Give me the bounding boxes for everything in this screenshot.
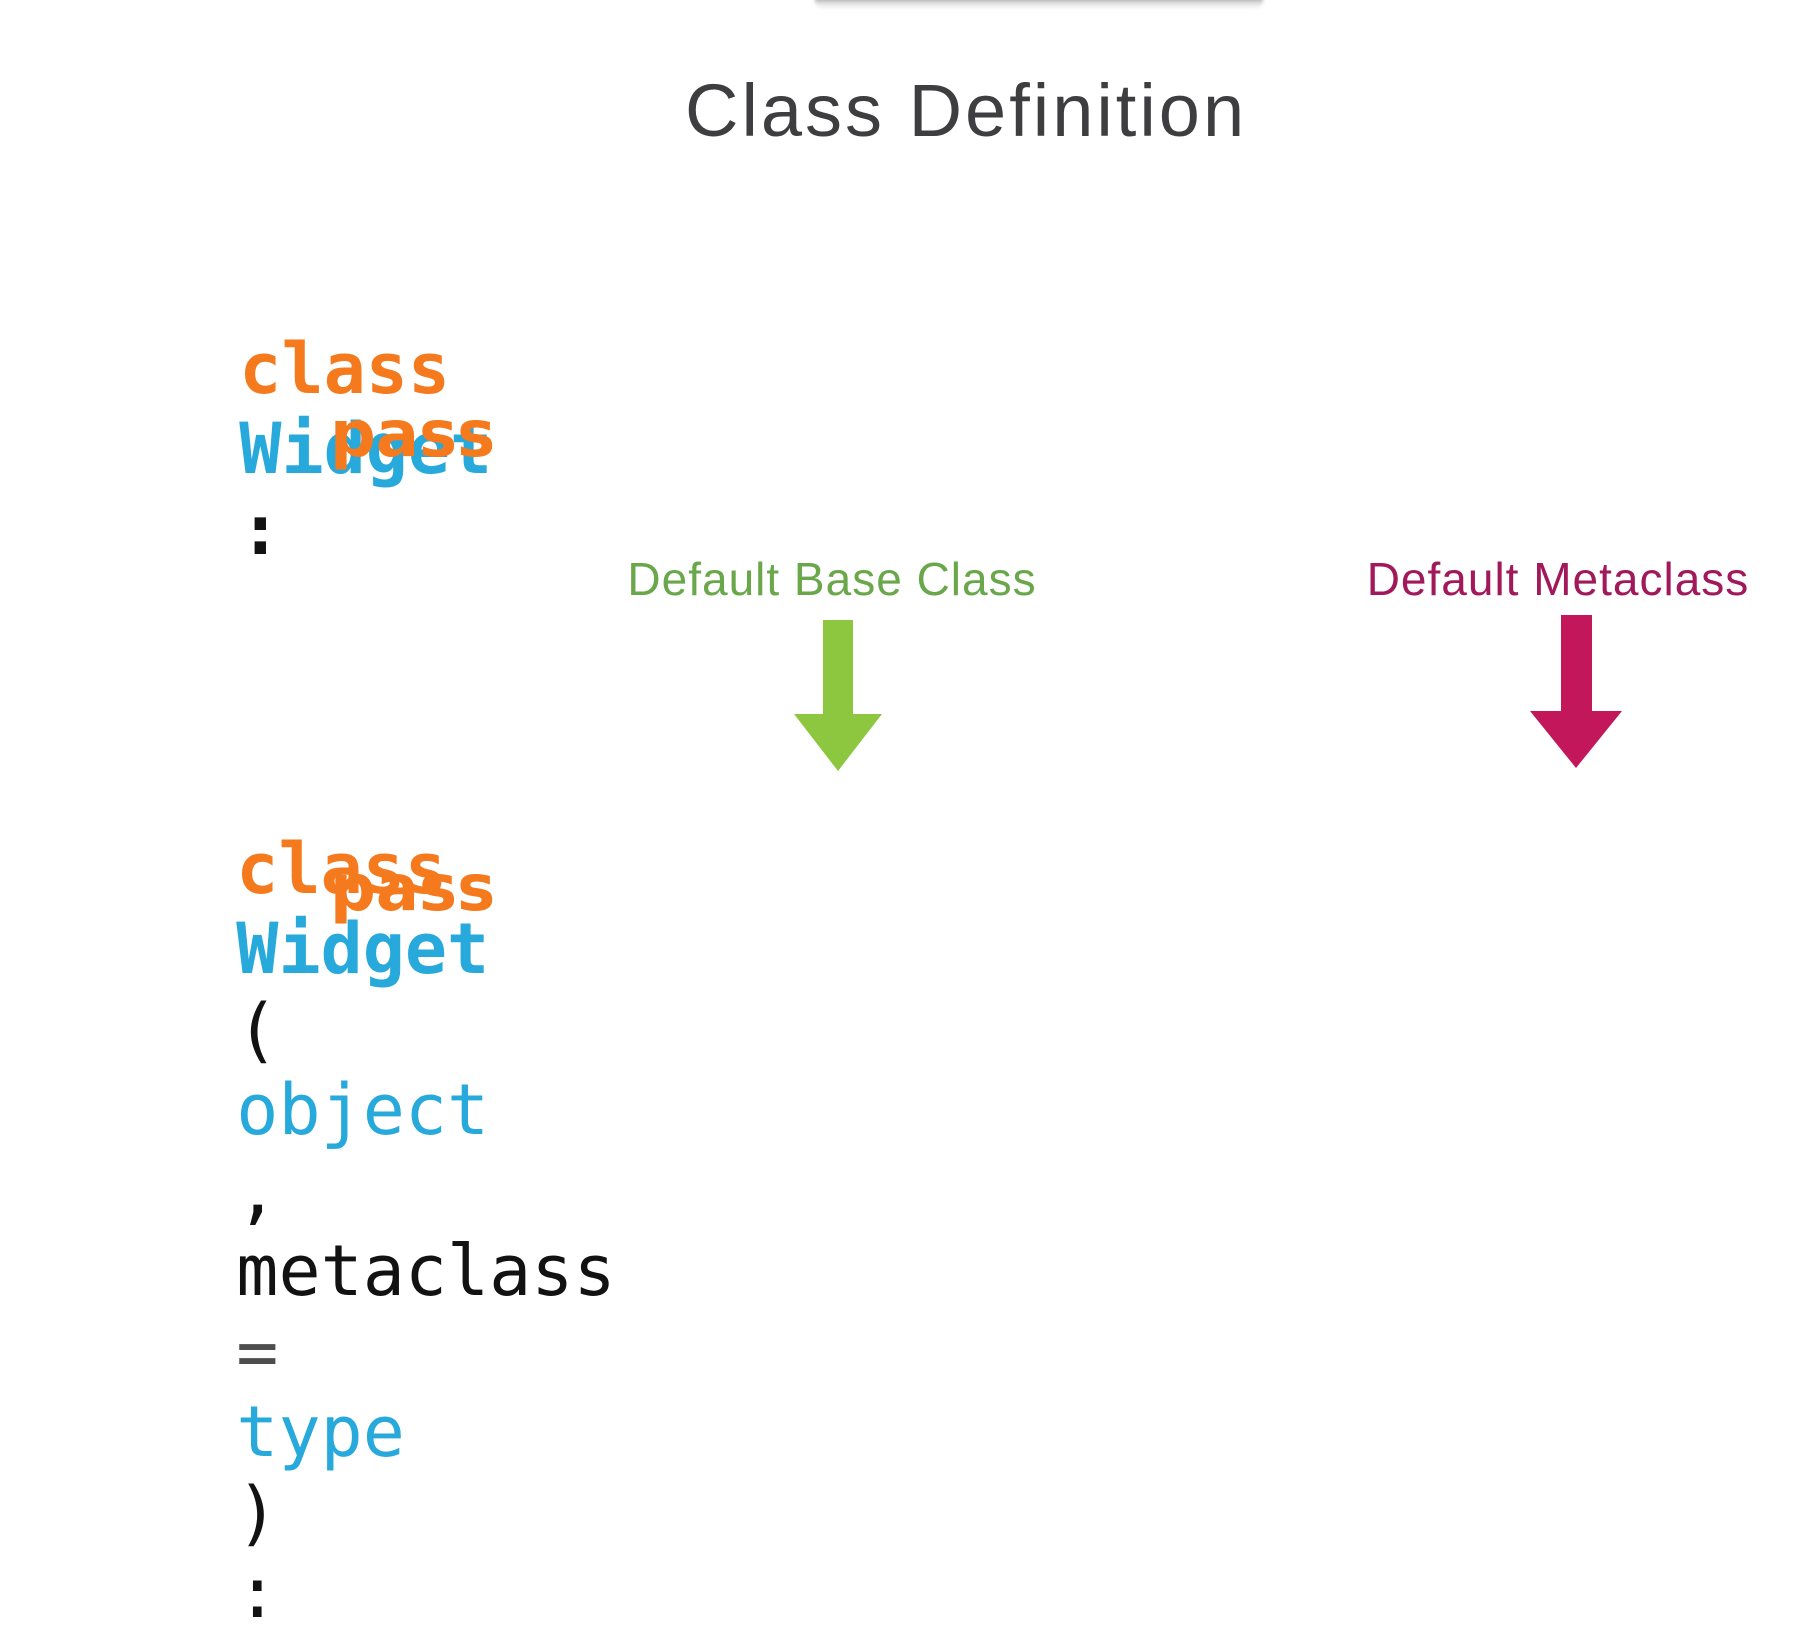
metaclass-arrow-icon [1530, 615, 1622, 768]
base-class-token: object [236, 1069, 490, 1151]
close-paren-token: ) [236, 1471, 279, 1554]
type-value-token: type [236, 1391, 405, 1473]
default-metaclass-label: Default Metaclass [1366, 553, 1750, 605]
keyword-class: class [236, 827, 490, 910]
arrow-head [794, 714, 882, 771]
arrow-head [1530, 711, 1622, 768]
class-name: Widget [239, 408, 493, 490]
keyword-class: class [239, 327, 493, 410]
code-line-expanded: class Widget ( object , metaclass = type… [152, 748, 616, 1634]
equals-token: = [236, 1310, 279, 1393]
default-base-class-label: Default Base Class [627, 553, 1037, 605]
code-line-simple: class Widget : [155, 248, 492, 570]
pass-statement: pass [330, 398, 496, 472]
comma-token: , [236, 1149, 321, 1232]
pass-statement: pass [330, 852, 496, 926]
class-name: Widget [236, 908, 490, 990]
colon-token: : [236, 1552, 279, 1634]
arrow-stem [823, 620, 853, 714]
metaclass-param-token: metaclass [236, 1230, 616, 1312]
slide-title: Class Definition [685, 69, 1248, 152]
top-edge-shadow [815, 0, 1263, 10]
colon-token: : [239, 488, 282, 571]
open-paren-token: ( [236, 988, 279, 1071]
arrow-stem [1560, 615, 1592, 711]
base-class-arrow-icon [794, 620, 882, 771]
